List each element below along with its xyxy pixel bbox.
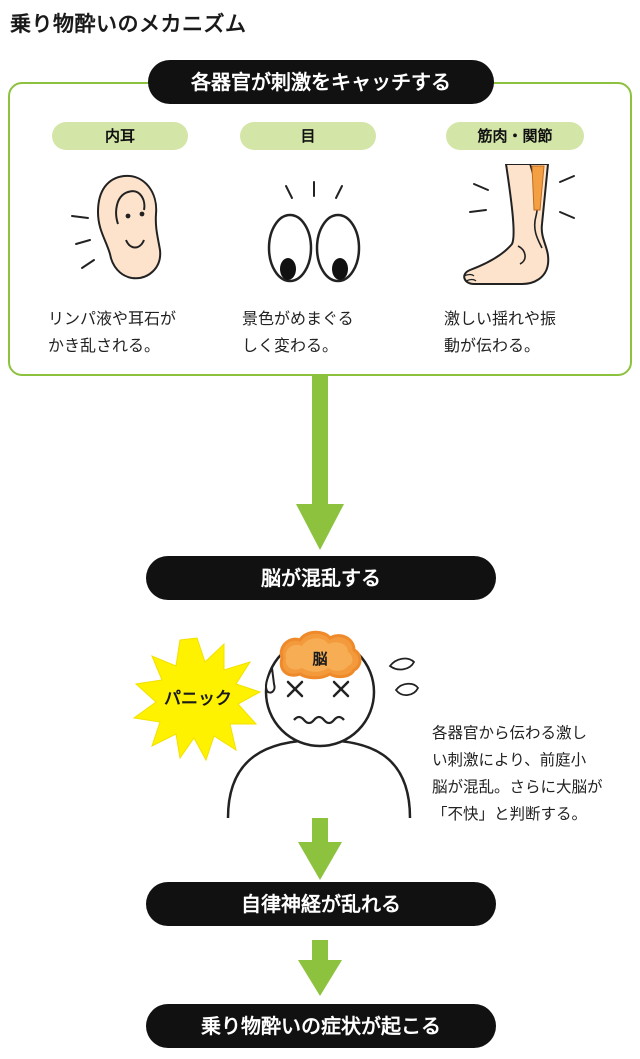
note-line: 脳が混乱。さらに大脳が bbox=[432, 774, 638, 801]
organ-label-muscle-joint: 筋肉・関節 bbox=[446, 122, 584, 150]
note-line: い刺激により、前庭小 bbox=[432, 747, 638, 774]
sweat-drops-icon bbox=[384, 654, 424, 708]
stage2-heading: 脳が混乱する bbox=[146, 556, 496, 600]
caption-line: 景色がめまぐる bbox=[242, 305, 412, 332]
note-line: 「不快」と判断する。 bbox=[432, 801, 638, 828]
brain-confusion-note: 各器官から伝わる激し い刺激により、前庭小 脳が混乱。さらに大脳が 「不快」と判… bbox=[432, 720, 638, 828]
caption-line: しく変わる。 bbox=[242, 332, 412, 359]
note-line: 各器官から伝わる激し bbox=[432, 720, 638, 747]
caption-line: リンパ液や耳石が bbox=[48, 305, 218, 332]
organ-caption-muscle-joint: 激しい揺れや振 動が伝わる。 bbox=[444, 305, 614, 359]
organ-label-inner-ear: 内耳 bbox=[52, 122, 188, 150]
organ-caption-eye: 景色がめまぐる しく変わる。 bbox=[242, 305, 412, 359]
stage1-heading: 各器官が刺激をキャッチする bbox=[148, 60, 494, 104]
stage3-heading: 自律神経が乱れる bbox=[146, 882, 496, 926]
flow-arrow-3 bbox=[298, 940, 342, 998]
flow-arrow-2 bbox=[298, 818, 342, 882]
ear-icon bbox=[66, 168, 176, 286]
eyes-icon bbox=[256, 178, 372, 286]
organ-label-eye: 目 bbox=[240, 122, 376, 150]
brain-label: 脳 bbox=[305, 648, 335, 669]
leg-foot-icon bbox=[456, 164, 586, 290]
page-title: 乗り物酔いのメカニズム bbox=[10, 8, 247, 38]
organ-caption-inner-ear: リンパ液や耳石が かき乱される。 bbox=[48, 305, 218, 359]
caption-line: かき乱される。 bbox=[48, 332, 218, 359]
stage4-heading: 乗り物酔いの症状が起こる bbox=[146, 1004, 496, 1048]
caption-line: 動が伝わる。 bbox=[444, 332, 614, 359]
flow-arrow-1 bbox=[296, 376, 344, 552]
caption-line: 激しい揺れや振 bbox=[444, 305, 614, 332]
